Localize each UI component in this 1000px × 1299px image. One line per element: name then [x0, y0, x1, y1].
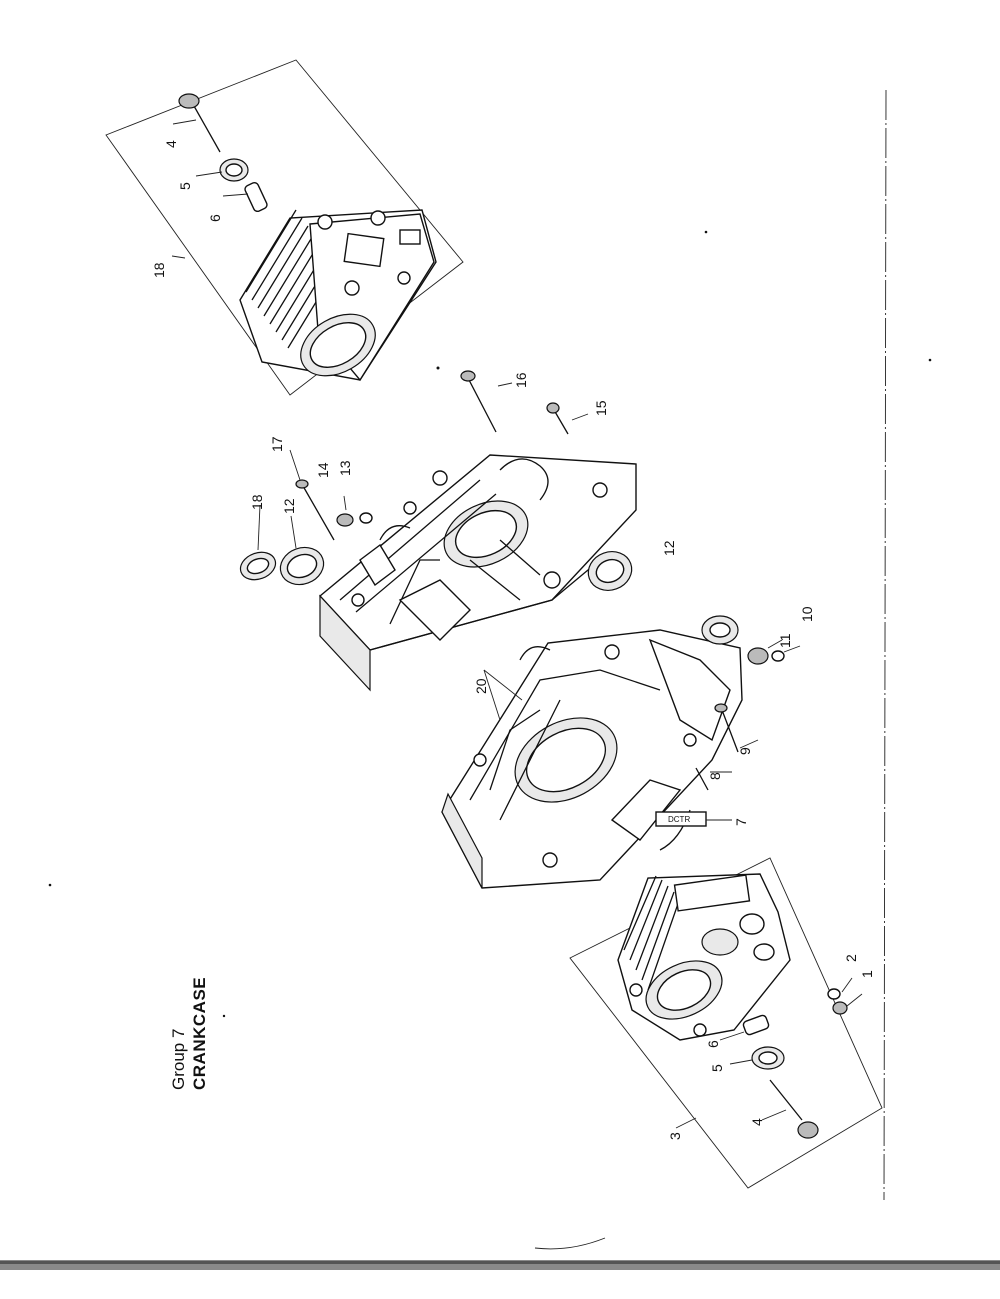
decal-plate — [655, 811, 707, 827]
scan-dot — [928, 358, 932, 362]
top-cylinder-assembly — [105, 59, 464, 396]
lower-crankcase-half — [441, 615, 743, 889]
callout-10: 10 — [799, 606, 815, 622]
diagram-title-block: Group 7 CRANKCASE — [168, 950, 228, 1090]
callout-1: 1 — [859, 970, 875, 978]
callout-6-bottom: 6 — [705, 1040, 721, 1048]
callouts: 4 5 6 18 16 15 17 14 13 18 12 12 20 11 1… — [151, 140, 875, 1140]
callout-6-top: 6 — [207, 214, 223, 222]
callout-4-top: 4 — [163, 140, 179, 148]
scan-dot — [48, 883, 52, 887]
callout-8-right: 8 — [707, 772, 723, 780]
scan-dot — [704, 230, 708, 234]
scan-bottom-line — [0, 1261, 1000, 1264]
callout-2: 2 — [843, 954, 859, 962]
upper-crankcase-half — [318, 454, 637, 692]
top-cylinder-bracket — [105, 59, 464, 396]
center-bolts — [436, 366, 589, 435]
decal-text: DCTR — [668, 815, 690, 824]
top-cylinder-block — [239, 209, 437, 382]
page-right-rule — [883, 89, 887, 1201]
top-valve — [178, 93, 221, 153]
callout-12-left: 12 — [281, 498, 297, 514]
top-valve-guide — [244, 181, 268, 213]
bottom-cylinder-assembly — [569, 857, 883, 1189]
upper-left-small-parts — [239, 449, 373, 586]
section-title: CRANKCASE — [190, 976, 209, 1090]
scan-bottom-band — [0, 1260, 1000, 1270]
callout-7: 7 — [733, 818, 749, 826]
callout-9: 9 — [737, 747, 753, 755]
callout-14: 16 — [513, 372, 529, 388]
bottom-cylinder-block — [617, 873, 791, 1041]
lower-small-parts: DCTR — [655, 639, 801, 827]
callout-3: 3 — [667, 1132, 683, 1140]
callout-5-bottom: 5 — [709, 1064, 725, 1072]
callout-15: 13 — [337, 460, 353, 476]
callout-18-top: 18 — [151, 262, 167, 278]
bottom-valve — [769, 1079, 819, 1139]
bottom-valve-guide — [742, 1014, 770, 1036]
callout-4-bottom: 4 — [749, 1118, 765, 1126]
group-number: Group 7 — [169, 1028, 188, 1090]
callout-12-right: 12 — [661, 540, 677, 556]
callout-16: 14 — [315, 462, 331, 478]
callout-13: 15 — [593, 400, 609, 416]
scan-dot — [222, 1014, 226, 1018]
scan-smudge — [534, 1237, 606, 1250]
callout-5-top: 5 — [177, 182, 193, 190]
callout-18-mid: 18 — [249, 494, 265, 510]
callout-17: 17 — [269, 436, 285, 452]
callout-11: 11 — [777, 633, 793, 648]
callout-20: 20 — [473, 678, 489, 694]
right-main-bearing — [587, 551, 633, 591]
